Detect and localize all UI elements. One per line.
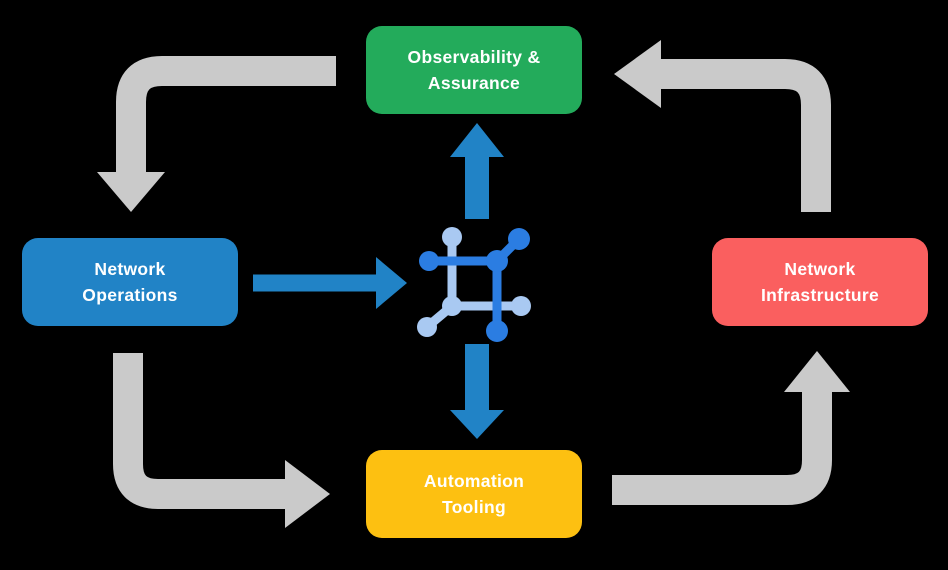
node-label-line2: Assurance xyxy=(427,73,521,93)
arrow-observability-to-operations xyxy=(97,56,336,212)
node-network-infrastructure: Network Infrastructure xyxy=(712,238,928,326)
arrow-icon-to-observability xyxy=(450,123,504,219)
arrow-operations-to-automation xyxy=(113,353,330,528)
node-observability-assurance: Observability & Assurance xyxy=(366,26,582,114)
arrow-icon-to-automation xyxy=(450,344,504,439)
node-label-line1: Automation xyxy=(423,471,525,491)
arrow-automation-to-infrastructure xyxy=(612,351,850,505)
node-label-line2: Infrastructure xyxy=(761,285,879,305)
node-network-operations: Network Operations xyxy=(22,238,238,326)
node-label-line2: Operations xyxy=(82,285,178,305)
arrow-infrastructure-to-observability xyxy=(614,40,831,212)
node-label-line2: Tooling xyxy=(442,497,506,517)
node-automation-tooling: Automation Tooling xyxy=(366,450,582,538)
arrow-operations-to-icon xyxy=(253,257,407,309)
node-label-line1: Observability & xyxy=(407,47,541,67)
node-label-line1: Network xyxy=(784,259,856,279)
node-label-line1: Network xyxy=(94,259,166,279)
network-mesh-icon xyxy=(417,227,531,342)
